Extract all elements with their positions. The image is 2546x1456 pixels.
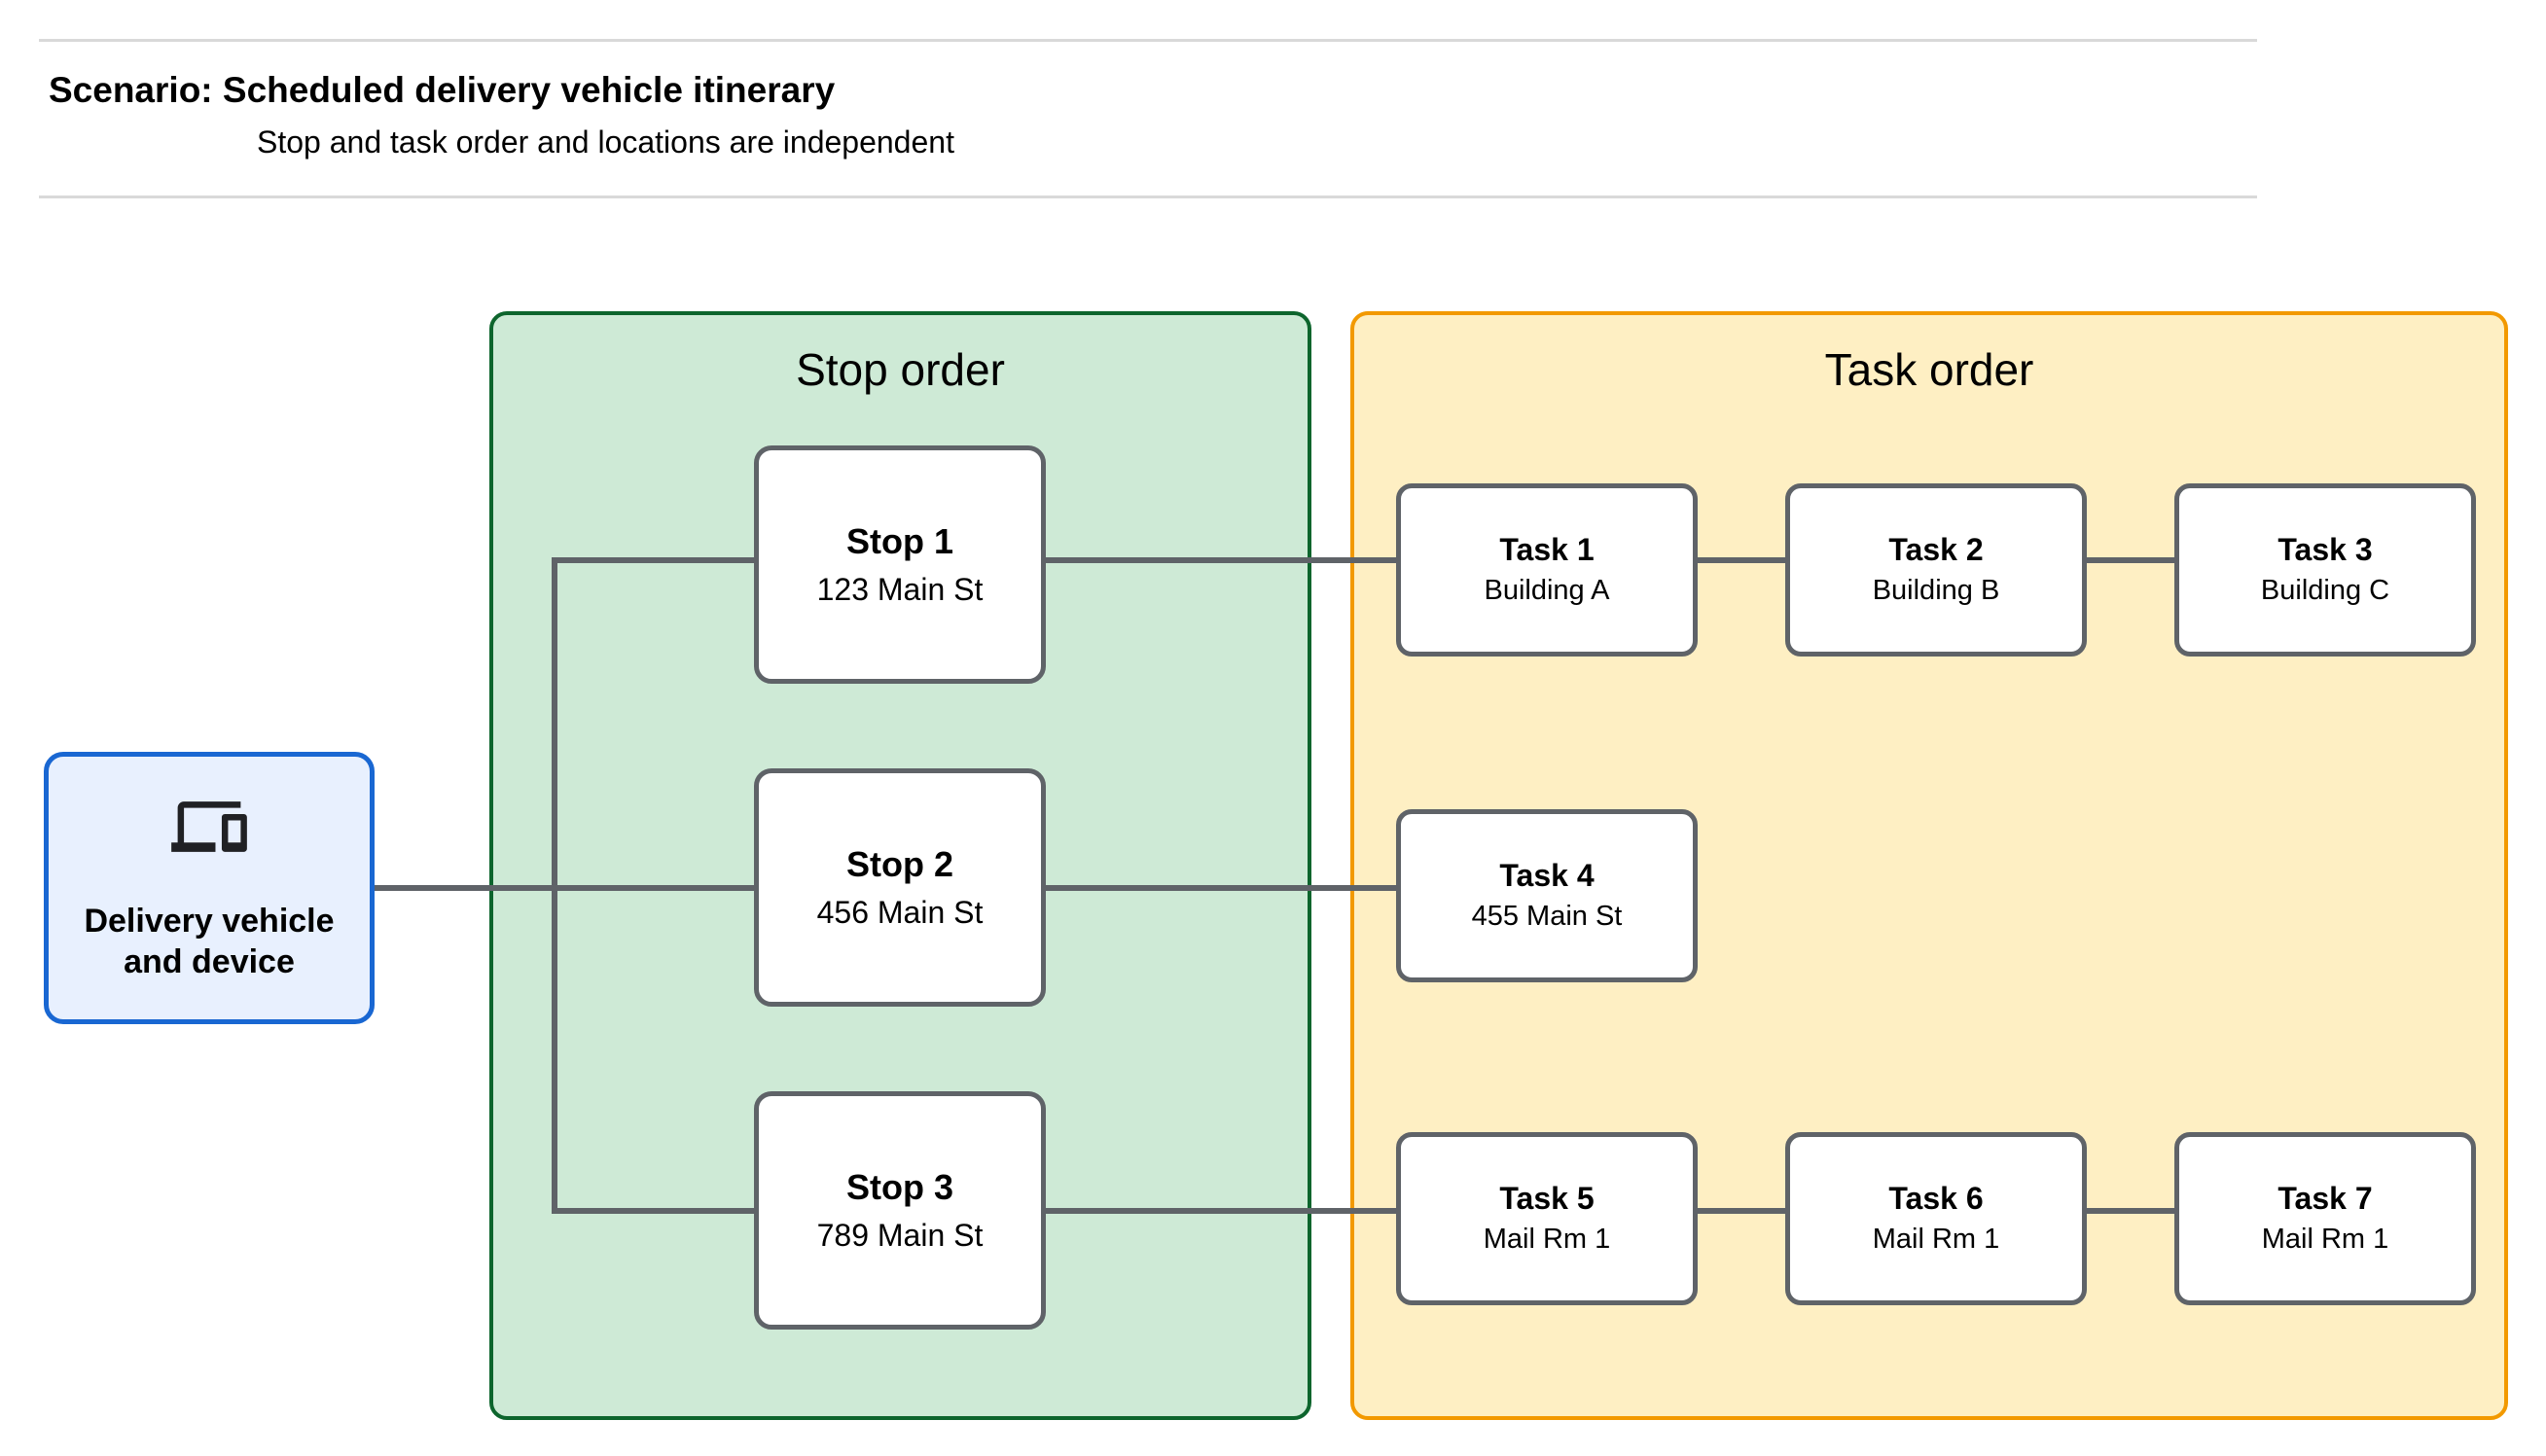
stop-1-node: Stop 1 123 Main St: [754, 445, 1046, 684]
stop-3-title: Stop 3: [845, 1167, 953, 1208]
stop-3-node: Stop 3 789 Main St: [754, 1091, 1046, 1330]
connector-trunk-vertical: [552, 557, 557, 1214]
delivery-vehicle-label-line2: and device: [124, 943, 295, 980]
task-5-node: Task 5 Mail Rm 1: [1396, 1132, 1698, 1305]
task-7-title: Task 7: [2277, 1180, 2373, 1216]
stop-1-location: 123 Main St: [816, 571, 984, 607]
task-2-location: Building B: [1872, 575, 2000, 607]
stop-order-panel-title: Stop order: [796, 344, 1005, 395]
delivery-vehicle-label: Delivery vehicle and device: [84, 901, 334, 982]
task-5-location: Mail Rm 1: [1483, 1224, 1611, 1256]
task-6-node: Task 6 Mail Rm 1: [1785, 1132, 2087, 1305]
stop-1-title: Stop 1: [845, 521, 953, 562]
scenario-subtitle: Stop and task order and locations are in…: [257, 124, 954, 160]
task-2-title: Task 2: [1888, 531, 1984, 567]
connector-stop3-to-task5: [1046, 1208, 1396, 1214]
task-3-node: Task 3 Building C: [2174, 483, 2476, 657]
task-1-location: Building A: [1484, 575, 1610, 607]
task-1-node: Task 1 Building A: [1396, 483, 1698, 657]
connector-task5-to-task6: [1698, 1208, 1785, 1214]
task-6-title: Task 6: [1888, 1180, 1984, 1216]
task-3-location: Building C: [2260, 575, 2390, 607]
task-6-location: Mail Rm 1: [1872, 1224, 2000, 1256]
task-4-node: Task 4 455 Main St: [1396, 809, 1698, 982]
connector-trunk-to-stop3: [552, 1208, 754, 1214]
task-5-title: Task 5: [1499, 1180, 1595, 1216]
header-divider-bottom: [39, 195, 2257, 198]
task-4-location: 455 Main St: [1471, 901, 1623, 933]
connector-device-to-trunk: [375, 885, 754, 891]
task-7-node: Task 7 Mail Rm 1: [2174, 1132, 2476, 1305]
task-4-title: Task 4: [1499, 857, 1595, 893]
connector-trunk-to-stop1: [552, 557, 754, 563]
connector-task1-to-task2: [1698, 557, 1785, 563]
scenario-title: Scenario: Scheduled delivery vehicle iti…: [49, 70, 836, 110]
delivery-vehicle-node: Delivery vehicle and device: [44, 752, 375, 1024]
stop-2-node: Stop 2 456 Main St: [754, 768, 1046, 1007]
stop-3-location: 789 Main St: [816, 1217, 984, 1253]
connector-stop2-to-task4: [1046, 885, 1396, 891]
connector-task2-to-task3: [2087, 557, 2174, 563]
task-3-title: Task 3: [2277, 531, 2373, 567]
connector-stop1-to-task1: [1046, 557, 1396, 563]
delivery-vehicle-label-line1: Delivery vehicle: [84, 903, 335, 940]
task-7-location: Mail Rm 1: [2261, 1224, 2389, 1256]
task-order-panel-title: Task order: [1824, 344, 2034, 395]
task-1-title: Task 1: [1499, 531, 1595, 567]
devices-icon: [164, 794, 254, 860]
task-2-node: Task 2 Building B: [1785, 483, 2087, 657]
header-divider-top: [39, 39, 2257, 42]
connector-task6-to-task7: [2087, 1208, 2174, 1214]
stop-2-location: 456 Main St: [816, 894, 984, 930]
stop-2-title: Stop 2: [845, 844, 953, 885]
